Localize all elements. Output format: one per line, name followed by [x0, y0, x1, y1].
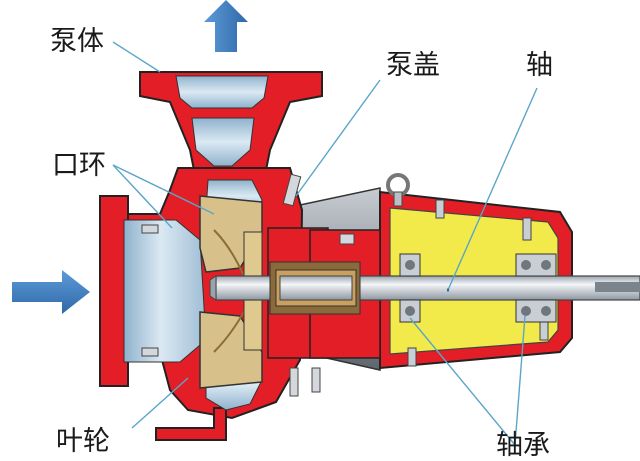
wear-ring-label: 口环 — [52, 150, 106, 181]
bearing-label: 轴承 — [496, 430, 550, 461]
leader-lines — [112, 41, 538, 446]
impeller-label: 叶轮 — [56, 426, 110, 457]
arrow-right-icon — [12, 270, 90, 314]
pump-body-label: 泵体 — [50, 26, 104, 57]
bearings — [399, 253, 557, 323]
shaft — [209, 261, 640, 315]
bolts — [141, 173, 355, 397]
arrow-up-icon — [204, 0, 248, 52]
pump-cover-label: 泵盖 — [386, 50, 440, 81]
shaft-label: 轴 — [526, 50, 553, 81]
